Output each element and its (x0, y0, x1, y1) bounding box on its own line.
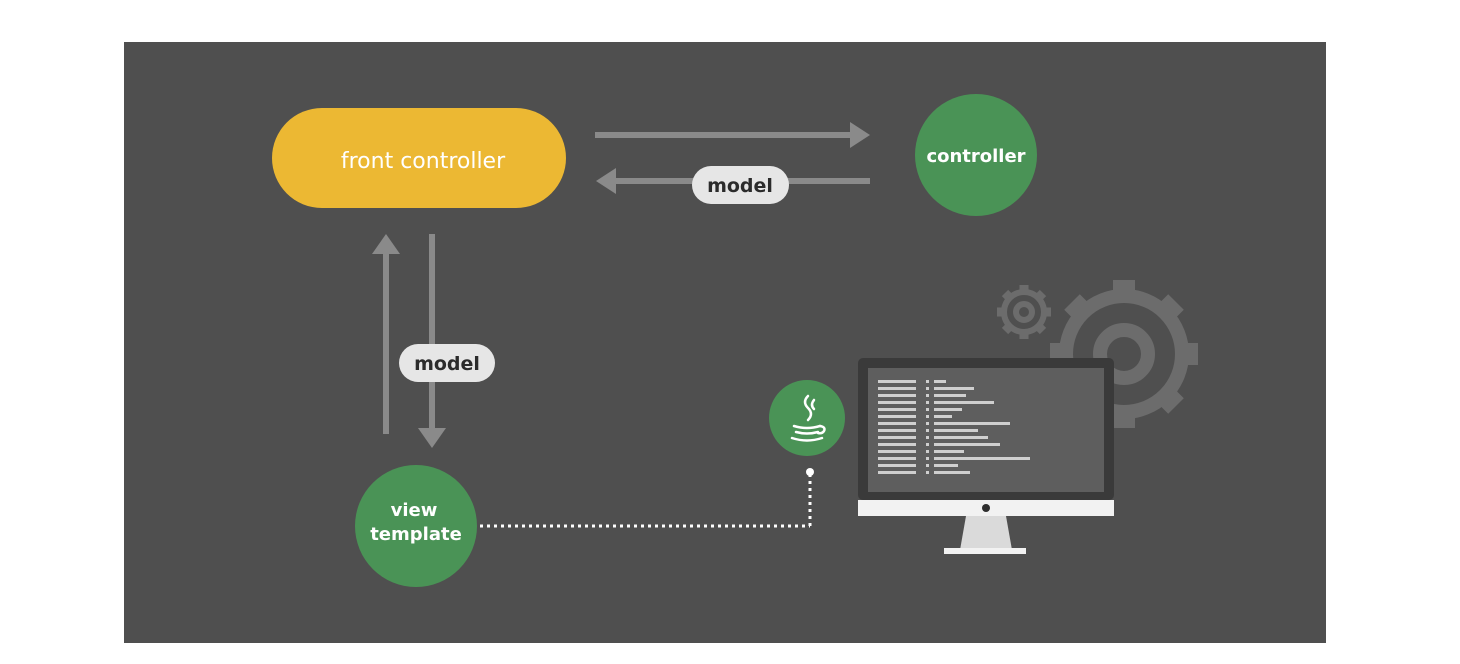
code-lines (926, 380, 1030, 474)
diagram-panel: front controller controller model model … (124, 42, 1326, 643)
java-icon (769, 380, 845, 456)
diagram-canvas: front controller controller model model … (272, 94, 1198, 587)
gears-icon (997, 280, 1198, 428)
return-model-pill: model (692, 166, 789, 204)
arrow-to-front-controller-up (372, 234, 400, 434)
small-gear-icon (997, 285, 1051, 339)
arrow-to-controller (595, 122, 870, 148)
controller-node: controller (915, 94, 1037, 216)
view-model-pill: model (399, 344, 495, 382)
dotted-connector (480, 468, 814, 528)
view-template-label-line1: view (391, 500, 438, 521)
monitor-icon (858, 358, 1114, 554)
view-template-node: view template (355, 465, 477, 587)
large-gear-icon (1050, 280, 1198, 428)
front-controller-label: front controller (341, 149, 506, 174)
arrow-to-view-template (418, 234, 446, 448)
front-controller-node: front controller (272, 108, 566, 208)
view-model-label: model (414, 353, 480, 375)
view-template-label-line2: template (370, 524, 462, 545)
controller-label: controller (926, 146, 1025, 167)
return-model-label: model (707, 175, 773, 197)
code-gutter (878, 380, 916, 474)
